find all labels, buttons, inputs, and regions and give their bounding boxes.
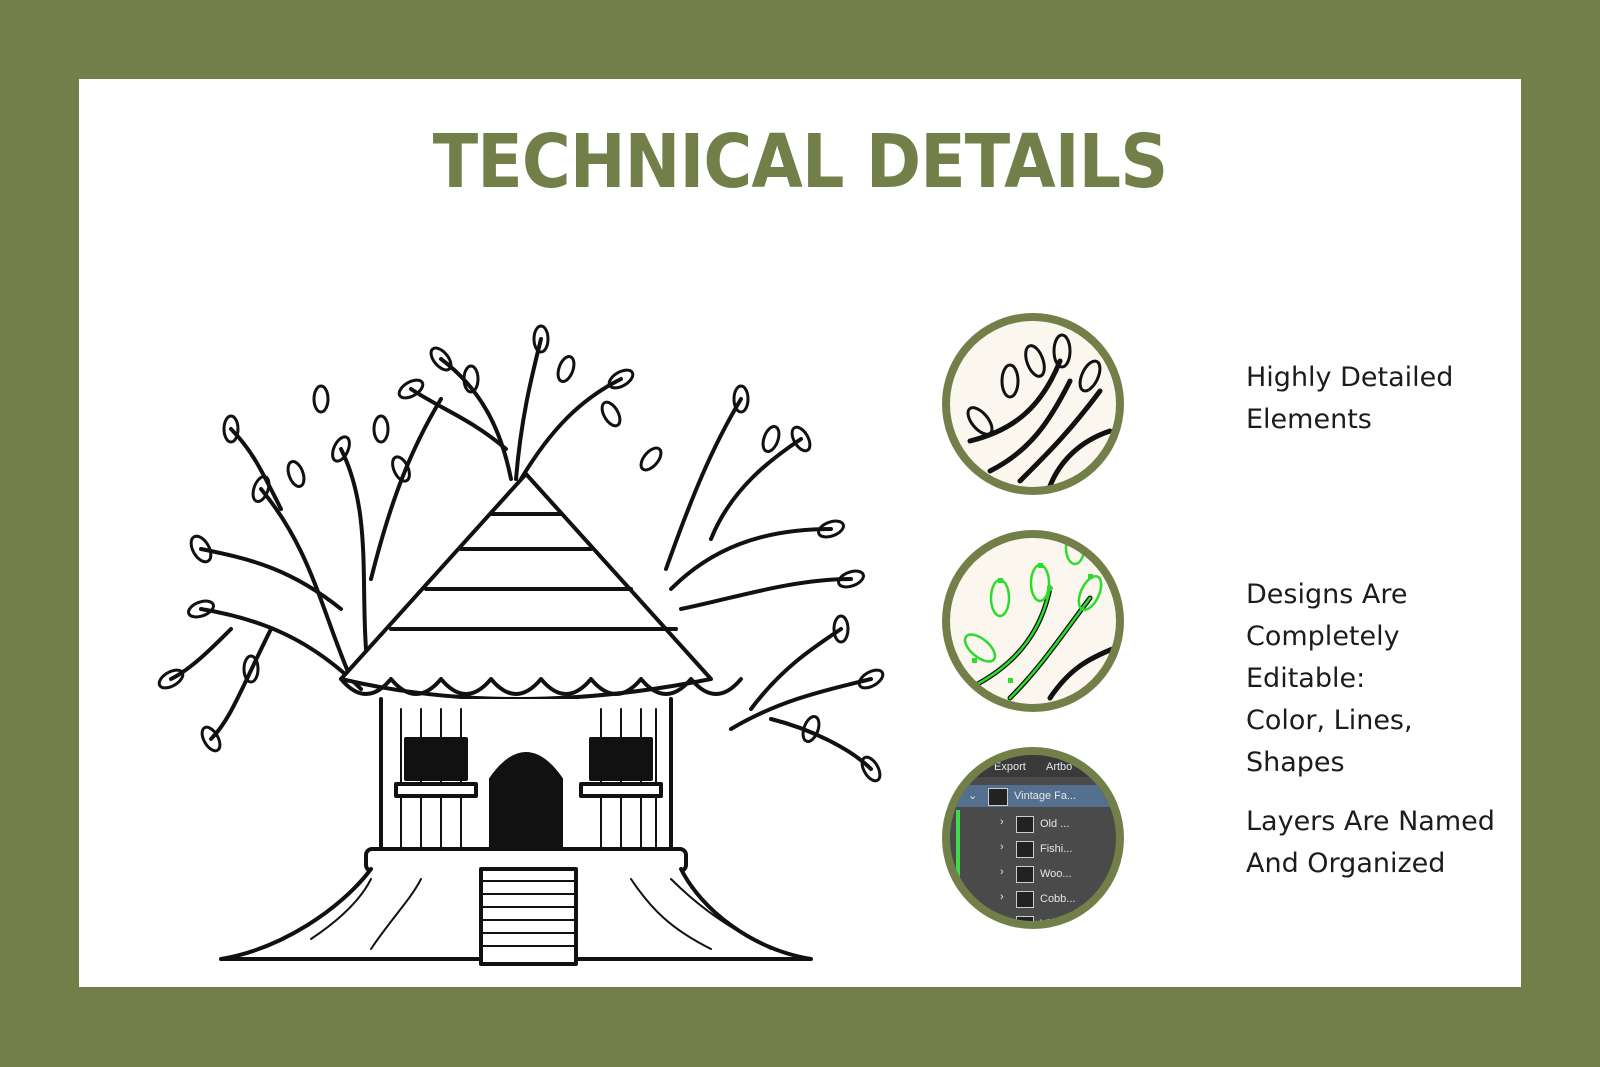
layer-name: Vi...	[1040, 918, 1059, 929]
leaves-detail-icon	[942, 313, 1124, 495]
chevron-right-icon[interactable]: ›	[1000, 916, 1004, 928]
feature-1-label: Highly Detailed Elements	[1246, 362, 1454, 435]
treehouse-illustration	[111, 249, 891, 969]
layer-row[interactable]: › Woo...	[950, 863, 1116, 885]
layer-thumbnail	[1016, 866, 1034, 883]
layer-thumbnail	[1016, 816, 1034, 833]
feature-organized-layers: Export Artbo ⌄ Vintage Fa... › Old ... ›	[942, 747, 1502, 937]
content-frame: TECHNICAL DETAILS	[79, 79, 1521, 987]
layer-group-name: Vintage Fa...	[1014, 790, 1077, 802]
layer-row[interactable]: › Fishi...	[950, 838, 1116, 860]
layer-thumbnail	[988, 788, 1008, 806]
layers-panel: Export Artbo ⌄ Vintage Fa... › Old ... ›	[950, 755, 1116, 921]
chevron-right-icon[interactable]: ›	[1000, 816, 1004, 828]
chevron-right-icon[interactable]: ›	[1000, 866, 1004, 878]
chevron-right-icon[interactable]: ›	[1000, 841, 1004, 853]
chevron-down-icon[interactable]: ⌄	[968, 790, 978, 802]
feature-detailed-elements: Highly Detailed Elements	[942, 313, 1502, 503]
layer-row[interactable]: › Vi...	[950, 913, 1116, 929]
layers-group-row[interactable]: ⌄ Vintage Fa...	[950, 785, 1116, 807]
layer-thumbnail	[1016, 891, 1034, 908]
feature-editable-designs: Designs Are Completely Editable: Color, …	[942, 530, 1502, 778]
feature-2-label: Designs Are Completely Editable: Color, …	[1246, 579, 1413, 778]
layers-tab-artboards[interactable]: Artbo	[1046, 761, 1073, 773]
layer-name: Woo...	[1040, 868, 1072, 880]
layer-name: Cobb...	[1040, 893, 1076, 905]
layer-thumbnail	[1016, 841, 1034, 858]
treehouse-icon	[157, 324, 885, 966]
layer-row[interactable]: › Cobb...	[950, 888, 1116, 910]
vector-paths-icon	[942, 530, 1124, 712]
layers-panel-tabs: Export Artbo	[950, 755, 1116, 777]
layers-tab-export[interactable]: Export	[994, 761, 1026, 773]
chevron-right-icon[interactable]: ›	[1000, 891, 1004, 903]
layer-thumbnail	[1016, 916, 1034, 921]
layer-color-stripe	[956, 810, 960, 921]
layer-name: Old ...	[1040, 818, 1070, 830]
feature-3-label: Layers Are Named And Organized	[1246, 806, 1495, 879]
layers-panel-icon: Export Artbo ⌄ Vintage Fa... › Old ... ›	[942, 747, 1124, 929]
page-title: TECHNICAL DETAILS	[432, 119, 1168, 205]
layer-row[interactable]: › Old ...	[950, 813, 1116, 835]
layer-name: Fishi...	[1040, 843, 1073, 855]
